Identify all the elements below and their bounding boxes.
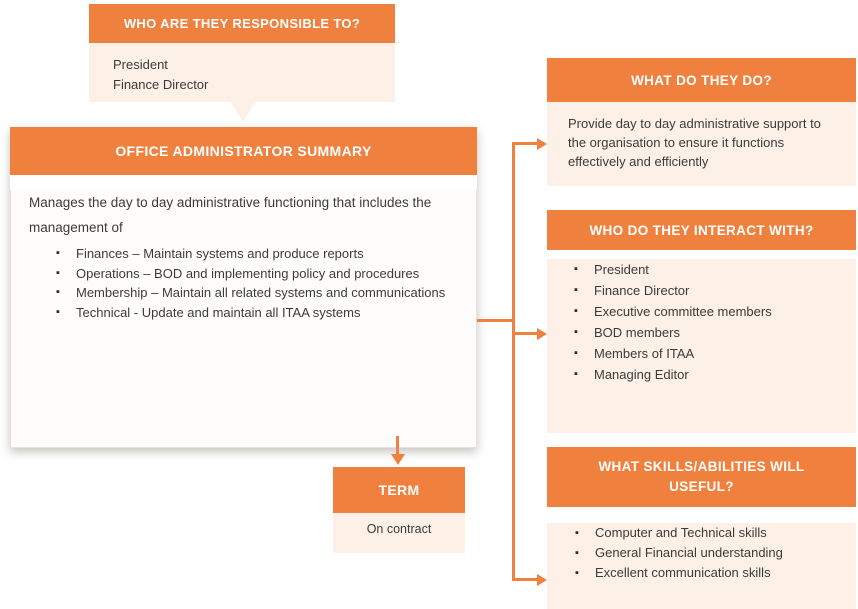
summary-title: OFFICE ADMINISTRATOR SUMMARY [10, 127, 477, 175]
connector-from-summary-line [477, 319, 514, 322]
arrowhead-right-icon [537, 137, 547, 150]
connector-trunk-line [512, 142, 515, 579]
summary-body: Manages the day to day administrative fu… [10, 190, 477, 448]
connector-to-interact-line [512, 332, 539, 335]
responsible-to-item: Finance Director [113, 77, 209, 92]
list-item: General Financial understanding [575, 543, 856, 563]
list-item: Executive committee members [574, 301, 856, 322]
what-do-body: Provide day to day administrative suppor… [547, 102, 856, 186]
list-item: Finance Director [574, 280, 856, 301]
term-title: TERM [333, 467, 465, 513]
list-item: Operations – BOD and implementing policy… [56, 264, 476, 284]
term-body: On contract [333, 513, 465, 553]
arrowhead-down-icon [390, 454, 405, 465]
list-item: Membership – Maintain all related system… [56, 283, 476, 303]
responsible-to-box: WHO ARE THEY RESPONSIBLE TO? President F… [89, 4, 395, 102]
responsible-to-title: WHO ARE THEY RESPONSIBLE TO? [89, 4, 395, 43]
callout-pointer-icon [230, 101, 256, 122]
summary-box: OFFICE ADMINISTRATOR SUMMARY Manages the… [10, 127, 477, 448]
interact-title: WHO DO THEY INTERACT WITH? [547, 210, 856, 250]
what-do-box: WHAT DO THEY DO? Provide day to day admi… [547, 58, 856, 186]
responsible-to-item: President [113, 57, 168, 72]
skills-body: Computer and Technical skillsGeneral Fin… [547, 523, 856, 609]
interact-box: WHO DO THEY INTERACT WITH? PresidentFina… [547, 210, 856, 433]
skills-box: WHAT SKILLS/ABILITIES WILL USEFUL? Compu… [547, 447, 856, 609]
connector-to-term-line [396, 436, 399, 455]
skills-title: WHAT SKILLS/ABILITIES WILL USEFUL? [547, 447, 856, 507]
connector-to-what-do-line [512, 142, 539, 145]
list-item: Technical - Update and maintain all ITAA… [56, 303, 476, 323]
term-box: TERM On contract [333, 467, 465, 553]
what-do-title: WHAT DO THEY DO? [547, 58, 856, 102]
skills-bullet-list: Computer and Technical skillsGeneral Fin… [547, 523, 856, 583]
list-item: BOD members [574, 322, 856, 343]
list-item: Managing Editor [574, 364, 856, 385]
connector-to-skills-line [512, 578, 539, 581]
list-item: President [574, 259, 856, 280]
list-item: Members of ITAA [574, 343, 856, 364]
arrowhead-right-icon [537, 573, 547, 586]
responsible-to-body: President Finance Director [89, 43, 395, 102]
summary-bullet-list: Finances – Maintain systems and produce … [11, 244, 476, 322]
arrowhead-right-icon [537, 327, 547, 340]
list-item: Excellent communication skills [575, 563, 856, 583]
list-item: Computer and Technical skills [575, 523, 856, 543]
list-item: Finances – Maintain systems and produce … [56, 244, 476, 264]
summary-intro: Manages the day to day administrative fu… [29, 195, 432, 235]
